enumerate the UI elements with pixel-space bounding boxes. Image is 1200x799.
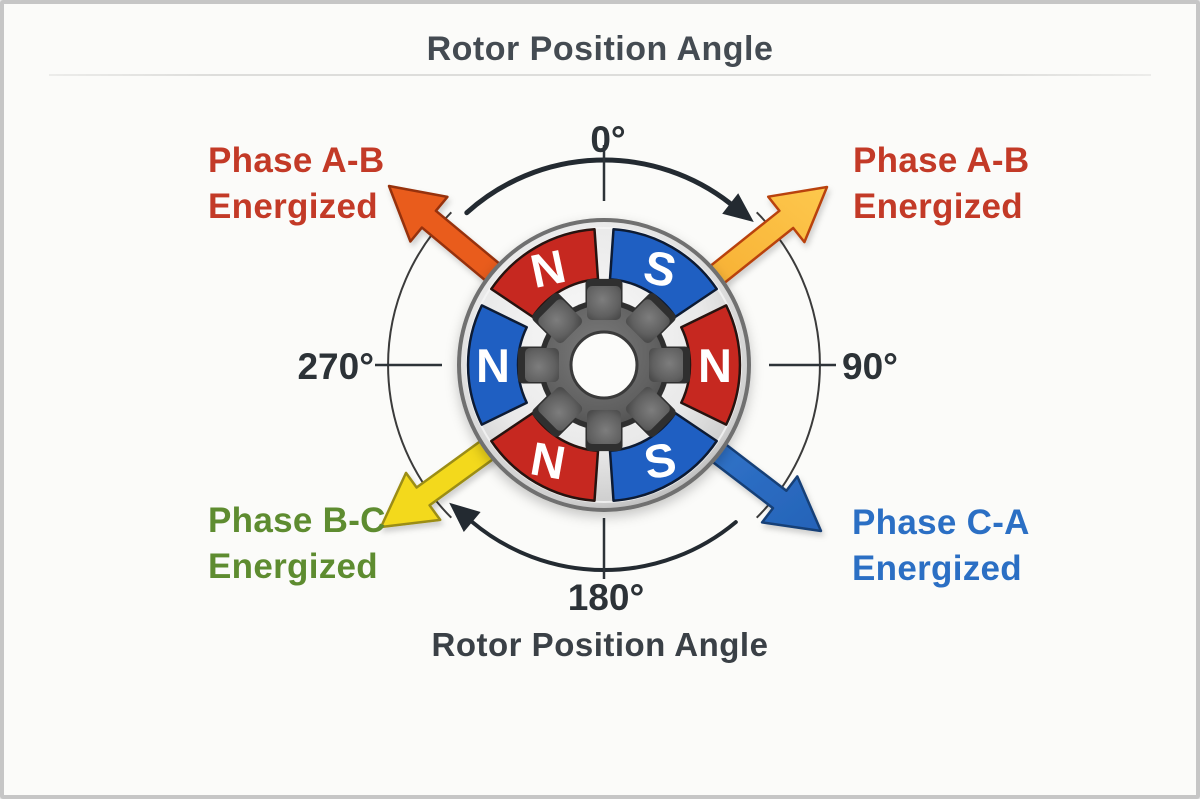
gear-icon bbox=[517, 278, 691, 452]
magnet-segment-left bbox=[466, 304, 528, 426]
rotation-arc-top bbox=[464, 157, 733, 216]
rotation-arrowhead-bottom bbox=[449, 502, 481, 532]
magnet-segment-bottom-left bbox=[490, 411, 600, 502]
magnet-segment-top-right bbox=[608, 228, 718, 319]
angle-label-90: 90° bbox=[842, 346, 898, 387]
phase-label-bottom-right: Phase C-A Energized bbox=[852, 500, 1030, 592]
rotor: N S N S N N bbox=[457, 218, 751, 512]
title-divider bbox=[49, 74, 1151, 76]
phase-label-line1: Phase A-B bbox=[208, 141, 385, 180]
phase-label-line2: Energized bbox=[852, 549, 1022, 588]
phase-label-line1: Phase C-A bbox=[852, 503, 1030, 542]
angle-label-270: 270° bbox=[297, 346, 374, 387]
phase-label-line1: Phase B-C bbox=[208, 501, 386, 540]
phase-label-top-right: Phase A-B Energized bbox=[853, 138, 1029, 230]
phase-label-line1: Phase A-B bbox=[853, 141, 1030, 180]
angle-label-180: 180° bbox=[568, 577, 645, 618]
gear-shaft-hole bbox=[569, 330, 639, 400]
phase-label-line2: Energized bbox=[208, 187, 378, 226]
magnet-label-left: N bbox=[476, 339, 510, 392]
rotor-diagram: 0° 90° 180° 270° N S N S N bbox=[297, 119, 898, 618]
phase-label-bottom-left: Phase B-C Energized bbox=[208, 498, 386, 590]
bottom-caption: Rotor Position Angle bbox=[431, 626, 769, 663]
rotation-arrowhead-top bbox=[722, 193, 754, 222]
phase-label-line2: Energized bbox=[853, 187, 1023, 226]
phase-label-top-left: Phase A-B Energized bbox=[208, 138, 384, 230]
page-title: Rotor Position Angle bbox=[426, 30, 774, 68]
magnet-segment-right bbox=[680, 304, 742, 426]
angle-label-0: 0° bbox=[590, 119, 625, 160]
magnet-label-right: N bbox=[698, 339, 732, 392]
phase-label-line2: Energized bbox=[208, 547, 378, 586]
